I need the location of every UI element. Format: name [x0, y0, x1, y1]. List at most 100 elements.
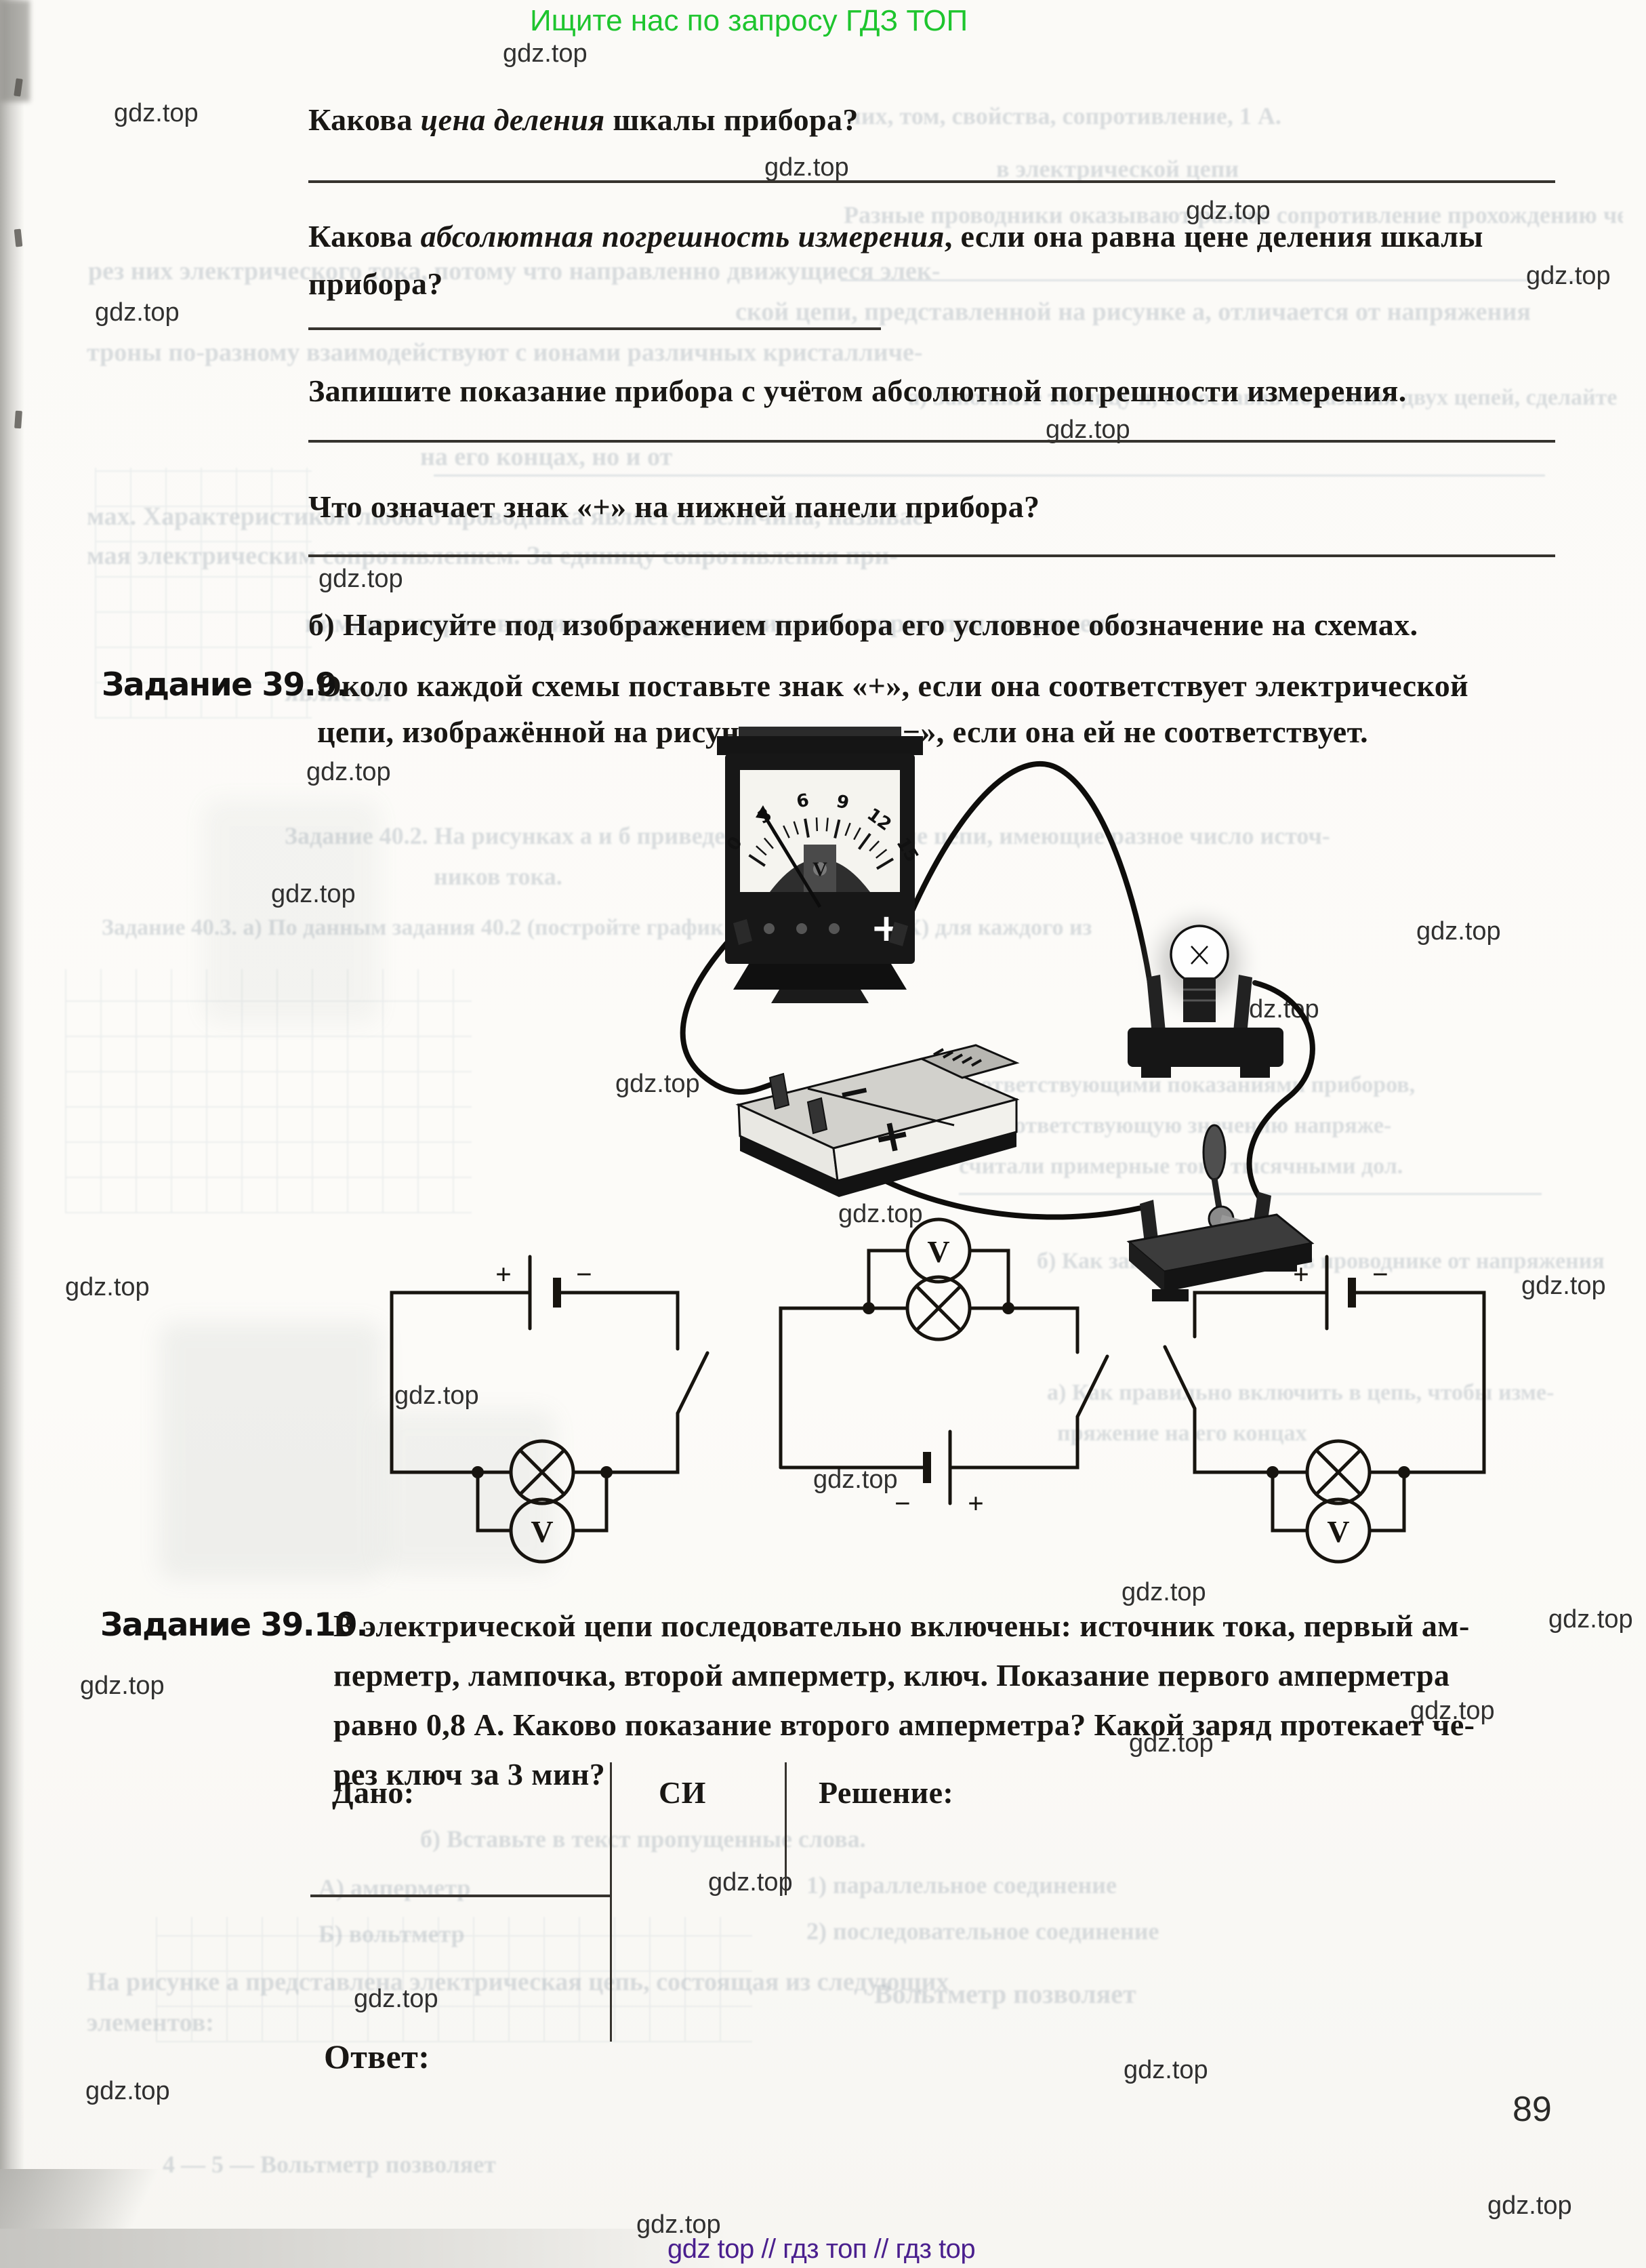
watermark: gdz.top	[636, 2210, 721, 2239]
dano-underline	[310, 1895, 610, 1897]
question-text: Какова	[308, 219, 421, 254]
watermark: gdz.top	[1521, 1272, 1606, 1300]
watermark: gdz.top	[85, 2077, 170, 2105]
bleed-through-text: б) Вставьте в текст пропущенные слова.	[420, 1825, 866, 1852]
watermark: gdz.top	[1410, 1697, 1495, 1725]
site-header-link: Ищите нас по запросу ГДЗ ТОП	[530, 4, 968, 37]
watermark: gdz.top	[708, 1868, 793, 1897]
task-39-10-line4: рез ключ за 3 мин?	[333, 1757, 606, 1791]
task-39-10-line1: В электрической цепи последовательно вкл…	[333, 1608, 1470, 1643]
otvet-header: Ответ:	[324, 2038, 430, 2075]
bleed-grid	[95, 468, 312, 718]
bleed-ghost-image	[203, 800, 379, 1024]
watermark: gdz.top	[306, 758, 391, 786]
bleed-through-text: нимают сопротивление такого проводника, …	[305, 609, 1136, 638]
switch-blade	[1163, 1345, 1197, 1411]
bleed-through-text: мах. Характеристикой любого проводника я…	[87, 502, 932, 531]
watermark: gdz.top	[114, 99, 199, 127]
watermark: gdz.top	[838, 1200, 923, 1228]
watermark: gdz.top	[813, 1465, 898, 1494]
watermark: gdz.top	[394, 1381, 479, 1410]
voltmeter-device: 0 3 6 9 12 15 V +	[717, 727, 923, 1003]
question-scale-division: Какова цена деления шкалы прибора?	[308, 102, 859, 138]
watermark: gdz.top	[318, 565, 403, 593]
meter-unit-label: V	[812, 858, 827, 880]
watermark: gdz.top	[1129, 1729, 1214, 1758]
switch-blade	[676, 1351, 709, 1415]
watermark: gdz.top	[65, 1273, 150, 1301]
circuit-diagram-1: + − V	[390, 1255, 709, 1564]
switch-key	[1126, 1124, 1315, 1301]
task-39-10-line3: равно 0,8 А. Каково показание второго ам…	[333, 1707, 1475, 1742]
watermark: gdz.top	[1416, 917, 1501, 946]
task-39-9-line1: Около каждой схемы поставьте знак «+», е…	[317, 668, 1469, 703]
bleed-through-text: а) Как правильно включить в цепь, чтобы …	[1047, 1380, 1555, 1405]
battery-plus-label: +	[1293, 1259, 1309, 1291]
page-bottom-edge	[0, 2229, 732, 2268]
question-text: шкалы прибора?	[604, 102, 859, 137]
watermark: gdz.top	[1186, 197, 1271, 225]
lamp-on-stand	[1128, 898, 1283, 1078]
answer-line	[308, 440, 1555, 443]
bleed-through-text: является	[285, 679, 390, 707]
bleed-through-text: Разные проводники оказывают разное сопро…	[844, 201, 1623, 228]
watermark: gdz.top	[1122, 1578, 1206, 1606]
bleed-through-text: 1) параллельное соединение	[806, 1871, 1117, 1899]
voltmeter-label: V	[1327, 1514, 1349, 1549]
bleed-ghost-image	[159, 1322, 383, 1579]
question-plus-sign: Что означает знак «+» на нижней панели п…	[308, 489, 1040, 524]
lamp-symbol	[509, 1439, 575, 1505]
battery-source: − +	[735, 1044, 1020, 1197]
watermark: gdz.top	[615, 1070, 700, 1098]
page-number: 89	[1513, 2090, 1552, 2129]
watermark: gdz.top	[271, 880, 356, 908]
table-divider-vertical-1	[610, 1762, 612, 2042]
watermark: gdz.top	[354, 1985, 438, 2013]
bleed-through-text: на его концах, но и от	[420, 443, 673, 471]
si-header: СИ	[659, 1775, 706, 1810]
wires	[680, 761, 1315, 1220]
question-absolute-error-line2: прибора?	[308, 266, 443, 301]
dano-header: Дано:	[332, 1775, 415, 1810]
bleed-through-text: ников тока.	[434, 863, 562, 890]
bleed-through-text: соответствующими показаниями приборов,	[959, 1072, 1416, 1097]
task-39-9-label: Задание 39.9.	[102, 666, 348, 704]
bleed-through-text: Задание 40.3. а) По данным задания 40.2 …	[102, 915, 1092, 940]
meter-tick-6: 6	[795, 790, 810, 813]
circuit-diagram-2: − + V	[779, 1217, 1109, 1520]
watermark: gdz.top	[764, 153, 849, 182]
answer-line	[308, 180, 1555, 183]
bleed-line	[959, 1193, 1542, 1195]
watermark: gdz.top	[503, 39, 588, 68]
bleed-through-text: Б) вольтметр	[318, 1920, 465, 1947]
bleed-through-text: в электрической цепи	[996, 155, 1239, 182]
table-divider-vertical-2	[785, 1762, 787, 1895]
bleed-through-text: считали примерные токи тысячными дол.	[959, 1154, 1403, 1179]
watermark: gdz.top	[1526, 262, 1611, 290]
task-b-draw-symbol: б) Нарисуйте под изображением прибора ег…	[308, 607, 1418, 642]
watermark: gdz.top	[1046, 416, 1130, 444]
task-39-10-label: Задание 39.10.	[100, 1606, 368, 1644]
circuit-photo-illustration: 0 3 6 9 12 15 V +	[680, 727, 1315, 1301]
bleed-through-text: троны по-разному взаимодействуют с ионам…	[87, 338, 923, 367]
answer-line	[308, 554, 1555, 557]
battery-minus-label: −	[894, 1489, 911, 1520]
question-absolute-error-line1: Какова абсолютная погрешность измерения,…	[308, 218, 1483, 254]
circuit-diagram-3: + − V	[1163, 1255, 1486, 1564]
bleed-grid	[156, 1917, 752, 2042]
bleed-through-text: них, том, свойства, сопротивление, 1 А.	[847, 102, 1281, 129]
bleed-line	[434, 474, 1545, 477]
voltmeter-symbol	[509, 1497, 575, 1564]
voltmeter-symbol	[905, 1217, 972, 1284]
page-spine-shadow	[0, 0, 24, 2268]
bleed-ghost-image	[379, 1410, 556, 1573]
lamp-symbol	[1305, 1439, 1372, 1505]
watermark: gdz.top	[95, 298, 180, 327]
voltmeter-label: V	[927, 1234, 949, 1269]
watermark: gdz.top	[1124, 2056, 1208, 2084]
bleed-through-text: 2) последовательное соединение	[806, 1918, 1159, 1945]
question-text: Какова	[308, 102, 421, 137]
battery-minus-label: −	[576, 1259, 592, 1291]
bleed-line	[840, 279, 1586, 281]
